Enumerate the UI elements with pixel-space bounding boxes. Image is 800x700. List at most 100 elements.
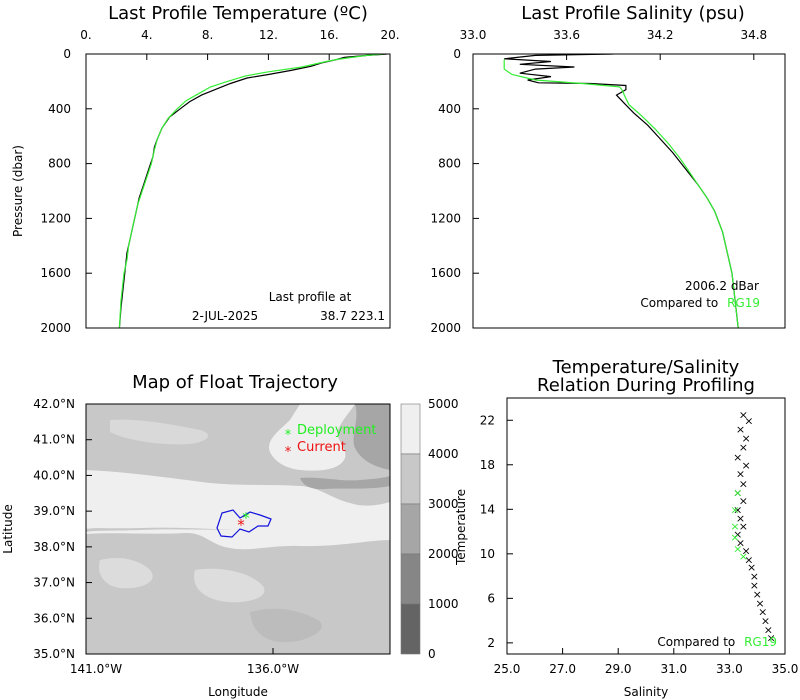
ts-point: × xyxy=(739,409,748,422)
salinity-x-tick-label: 33.0 xyxy=(460,28,487,42)
temperature-note-position: 38.7 223.1 xyxy=(320,309,385,323)
ts-point: × xyxy=(755,597,764,610)
map-y-tick-label: 42.0°N xyxy=(33,397,75,411)
temperature-x-tick-label: 8. xyxy=(202,28,213,42)
temperature-x-tick-label: 4. xyxy=(141,28,152,42)
legend-deployment-label: Deployment xyxy=(297,423,377,438)
salinity-x-tick-label: 34.2 xyxy=(647,28,674,42)
ts-point: × xyxy=(753,588,762,601)
ts-note-compare-text: Compared to xyxy=(657,635,735,649)
temperature-title: Last Profile Temperature (ºC) xyxy=(108,3,368,24)
map-y-tick-label: 41.0°N xyxy=(33,433,75,447)
map-y-tick-label: 35.0°N xyxy=(33,647,75,661)
ts-point: × xyxy=(739,494,748,507)
ts-x-tick-label: 25.0 xyxy=(494,662,521,676)
salinity-reference-line xyxy=(503,59,739,328)
colorbar-band xyxy=(400,503,421,555)
ts-reference-point: × xyxy=(733,542,742,555)
salinity-series xyxy=(503,54,739,328)
map-deep-patch-ne xyxy=(353,404,390,470)
salinity-y-tick-label: 1600 xyxy=(430,266,461,280)
current-marker: * xyxy=(237,516,245,534)
temperature-y-tick-label: 1600 xyxy=(40,266,71,280)
map-y-tick-label: 40.0°N xyxy=(33,468,75,482)
ts-y-label: Temperature xyxy=(454,489,468,566)
ts-point: × xyxy=(758,606,767,619)
temperature-profile-line xyxy=(118,54,388,328)
map-shade-patch xyxy=(110,419,209,445)
colorbar-tick-label: 3000 xyxy=(428,497,459,511)
colorbar-tick-label: 1000 xyxy=(428,597,459,611)
map-y-tick-label: 38.0°N xyxy=(33,540,75,554)
salinity-x-ticks: 33.0 33.6 34.2 34.8 xyxy=(460,28,767,60)
map-x-label: Longitude xyxy=(208,685,268,699)
temperature-note-line1: Last profile at xyxy=(269,290,352,304)
ts-x-tick-label: 35.0 xyxy=(772,662,799,676)
temperature-x-tick-label: 12. xyxy=(259,28,278,42)
temperature-x-tick-label: 16. xyxy=(320,28,339,42)
float-trajectory xyxy=(216,509,272,538)
ts-reference-point: × xyxy=(730,503,739,516)
salinity-y-tick-label: 2000 xyxy=(430,321,461,335)
colorbar-tick-label: 5000 xyxy=(428,397,459,411)
deployment-marker: * xyxy=(242,509,250,527)
ts-reference-point: × xyxy=(730,531,739,544)
ts-note-rg19: RG19 xyxy=(744,635,777,649)
ts-point: × xyxy=(750,570,759,583)
ts-point: × xyxy=(744,553,753,566)
temperature-panel: Last Profile Temperature (ºC) 0. 4. 8. 12. 1… xyxy=(11,3,400,335)
legend-deployment-symbol: * xyxy=(285,428,292,443)
ts-note-compare: Compared to RG19 xyxy=(657,635,777,649)
map-y-tick-label: 37.0°N xyxy=(33,576,75,590)
ts-y-tick-label: 6 xyxy=(487,591,495,605)
ts-point: × xyxy=(736,512,745,525)
map-ridge-zone xyxy=(86,470,390,532)
ts-x-tick-label: 29.0 xyxy=(605,662,632,676)
salinity-note-compare: Compared to RG19 xyxy=(640,296,760,310)
ts-y-tick-label: 22 xyxy=(480,413,495,427)
ts-point: × xyxy=(741,459,750,472)
map-shade-patch-south xyxy=(250,608,322,643)
salinity-x-tick-label: 34.8 xyxy=(740,28,767,42)
map-panel: Map of Float Trajectory * * * Deployment… xyxy=(1,372,459,699)
colorbar-tick-label: 4000 xyxy=(428,447,459,461)
map-y-tick-label: 39.0°N xyxy=(33,504,75,518)
ts-reference-point: × xyxy=(733,487,742,500)
ts-x-label: Salinity xyxy=(624,685,668,699)
ts-y-tick-label: 18 xyxy=(480,458,495,472)
ts-scatter-points: ××××××××××××××××××××××××××××××××× xyxy=(730,409,775,645)
ts-panel: Temperature/Salinity Relation During Pro… xyxy=(454,357,798,699)
temperature-series xyxy=(118,54,388,328)
temperature-y-tick-label: 800 xyxy=(48,157,71,171)
temperature-y-tick-label: 2000 xyxy=(40,321,71,335)
temperature-x-ticks: 0.4.8.12.16.20. xyxy=(80,28,400,60)
ts-title-line1: Temperature/Salinity xyxy=(552,357,740,378)
ts-point: × xyxy=(741,432,750,445)
salinity-frame xyxy=(472,53,786,329)
ts-point: × xyxy=(733,487,742,500)
map-deep-patch-east xyxy=(300,476,390,490)
temperature-x-tick-label: 0. xyxy=(80,28,91,42)
ts-point: × xyxy=(750,579,759,592)
ts-point: × xyxy=(739,478,748,491)
map-bathymetry xyxy=(86,404,390,654)
ts-point: × xyxy=(733,451,742,464)
ts-x-tick-label: 31.0 xyxy=(660,662,687,676)
ts-y-tick-label: 14 xyxy=(480,502,495,516)
map-y-ticks: 42.0°N41.0°N40.0°N39.0°N38.0°N37.0°N36.0… xyxy=(33,397,92,661)
salinity-x-tick-label: 33.6 xyxy=(553,28,580,42)
temperature-y-tick-label: 400 xyxy=(48,102,71,116)
ts-point: × xyxy=(739,441,748,454)
ts-title-line2: Relation During Profiling xyxy=(537,375,755,396)
salinity-note-compare-text: Compared to xyxy=(640,296,718,310)
temperature-y-tick-label: 0 xyxy=(63,47,71,61)
ts-point: × xyxy=(733,503,742,516)
map-shade-patch-sw xyxy=(99,558,153,589)
map-seamount-patch xyxy=(269,404,355,471)
ts-point: × xyxy=(739,520,748,533)
